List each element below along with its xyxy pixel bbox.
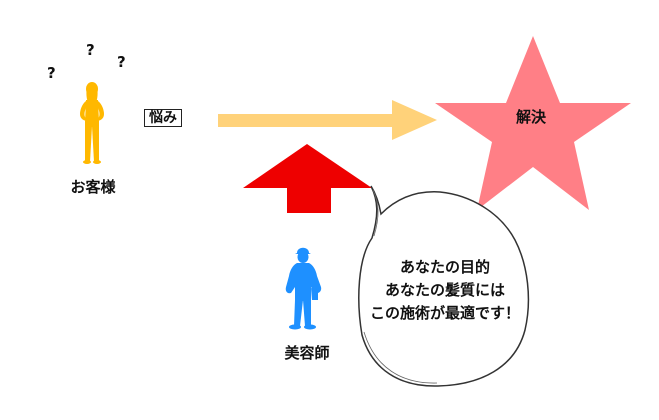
speech-bubble-sketch-line xyxy=(363,331,438,384)
red-up-arrow xyxy=(243,144,372,213)
worry-label: 悩み xyxy=(144,109,182,127)
question-mark: ? xyxy=(117,53,126,71)
customer-figure xyxy=(80,82,104,164)
question-mark: ? xyxy=(86,41,95,59)
speech-bubble-line: この施術が最適です！ xyxy=(369,304,521,322)
speech-bubble-sketch-line xyxy=(372,189,379,237)
question-mark: ? xyxy=(47,64,56,82)
speech-bubble-line: あなたの髪質には xyxy=(384,281,506,299)
customer-label: お客様 xyxy=(70,178,116,196)
stylist-figure xyxy=(285,247,322,330)
worry-to-solution-arrow xyxy=(218,100,437,140)
speech-bubble-line: あなたの目的 xyxy=(399,258,491,276)
speech-bubble-text: あなたの目的 あなたの髪質には この施術が最適です！ xyxy=(370,256,520,325)
solution-label: 解決 xyxy=(515,108,547,126)
stylist-label: 美容師 xyxy=(284,344,330,362)
solution-star xyxy=(435,36,631,210)
speech-bubble xyxy=(358,185,530,387)
